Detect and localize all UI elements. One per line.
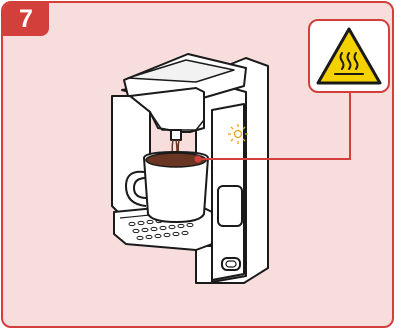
hot-surface-warning-box [308,19,390,93]
hot-surface-icon [310,21,388,91]
